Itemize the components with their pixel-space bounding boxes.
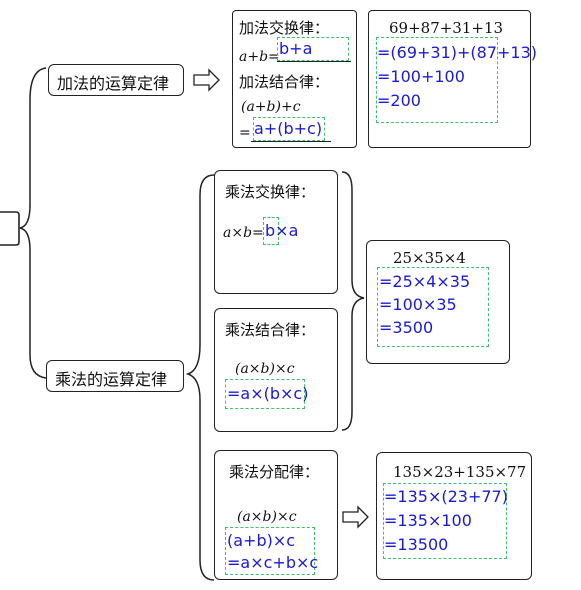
arrow-add xyxy=(193,68,220,92)
add-assoc-title: 加法结合律： xyxy=(239,73,330,91)
add-assoc-lhs: (a+b)+c xyxy=(241,99,301,115)
add-assoc-rhs: a+(b+c) xyxy=(254,119,323,138)
main-brace xyxy=(19,67,47,379)
add-example-step-3: =200 xyxy=(377,91,421,110)
dist-example-box: 135×23+135×77 =135×(23+77) =135×100 =135… xyxy=(376,452,532,580)
add-example-expr: 69+87+31+13 xyxy=(389,19,504,37)
mul-assoc-box: 乘法结合律： (a×b)×c =a×(b×c) xyxy=(214,308,338,432)
mul-example-step-2: =100×35 xyxy=(379,295,457,314)
mul-brace xyxy=(185,174,215,581)
add-example-box: 69+87+31+13 =(69+31)+(87+13) =100+100 =2… xyxy=(368,10,537,148)
add-assoc-eq: = xyxy=(239,125,251,141)
dist-example-expr: 135×23+135×77 xyxy=(393,463,527,481)
add-comm-title: 加法交换律： xyxy=(239,19,330,37)
dist-example-step-3: =13500 xyxy=(384,535,449,554)
root-box-edge xyxy=(0,211,20,246)
add-assoc-underline xyxy=(251,141,331,142)
mul-assoc-rhs: =a×(b×c) xyxy=(227,384,309,403)
mul-example-answer-box xyxy=(377,267,489,347)
dist-title: 乘法分配律： xyxy=(229,463,320,481)
dist-example-answer-box xyxy=(383,483,507,559)
mul-assoc-title: 乘法结合律： xyxy=(225,321,316,339)
add-assoc-answer-box xyxy=(253,117,325,141)
dist-example-step-1: =135×(23+77) xyxy=(384,487,508,506)
add-comm-underline xyxy=(277,61,351,62)
topic-mul-label: 乘法的运算定律 xyxy=(55,370,168,389)
add-comm-rhs: b+a xyxy=(279,39,313,58)
mul-assoc-answer-box xyxy=(225,379,305,409)
dist-answer-box xyxy=(225,527,315,575)
topic-add-label: 加法的运算定律 xyxy=(57,74,170,93)
right-brace xyxy=(341,171,365,431)
arrow-dist xyxy=(342,505,369,529)
topic-add-box: 加法的运算定律 xyxy=(48,64,184,96)
mul-example-step-1: =25×4×35 xyxy=(379,272,471,291)
dist-box: 乘法分配律： (a×b)×c (a+b)×c =a×c+b×c xyxy=(214,450,338,580)
mul-comm-rhs: b×a xyxy=(265,221,299,240)
add-comm-lhs: a+b= xyxy=(239,49,280,65)
add-example-step-1: =(69+31)+(87+13) xyxy=(377,43,538,62)
mul-comm-title: 乘法交换律： xyxy=(225,183,316,201)
add-example-answer-box xyxy=(376,37,498,123)
add-comm-answer-box xyxy=(277,37,349,61)
dist-lhs: (a×b)×c xyxy=(237,509,297,525)
add-laws-box: 加法交换律： a+b= b+a 加法结合律： (a+b)+c = a+(b+c) xyxy=(232,10,357,148)
add-example-step-2: =100+100 xyxy=(377,67,465,86)
mul-example-box: 25×35×4 =25×4×35 =100×35 =3500 xyxy=(366,240,510,364)
mul-assoc-lhs: (a×b)×c xyxy=(235,361,295,377)
mul-comm-box: 乘法交换律： a×b= b×a xyxy=(214,170,338,294)
mul-comm-lhs: a×b= xyxy=(223,225,264,241)
dist-example-step-2: =135×100 xyxy=(384,511,472,530)
mul-example-expr: 25×35×4 xyxy=(393,249,466,267)
dist-rhs-1: (a+b)×c xyxy=(227,531,296,550)
dist-rhs-2: =a×c+b×c xyxy=(227,553,319,572)
mul-example-step-3: =3500 xyxy=(379,318,434,337)
mul-comm-answer-box xyxy=(263,217,279,245)
topic-mul-box: 乘法的运算定律 xyxy=(46,360,184,392)
